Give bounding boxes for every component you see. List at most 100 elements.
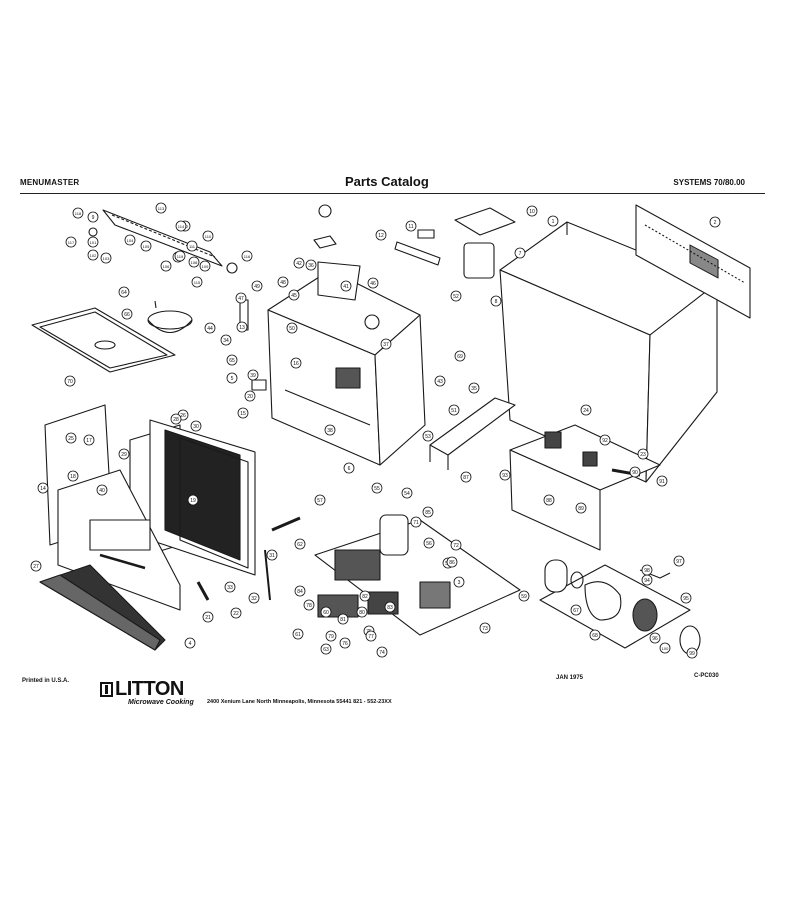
litton-logo: LITTON — [100, 679, 184, 699]
callout-number: 65 — [229, 358, 235, 364]
callout-bubble — [124, 234, 136, 246]
callout-bubble — [65, 432, 77, 444]
callout-number: 93 — [502, 473, 508, 479]
callout-bubble — [324, 424, 336, 436]
callout-number: 101 — [90, 240, 97, 245]
callout-number: 80 — [359, 610, 365, 616]
callout-bubble — [288, 289, 300, 301]
callout-number: 108 — [191, 260, 198, 265]
callout-number: 64 — [121, 290, 127, 296]
callout-number: 57 — [317, 498, 323, 504]
callout-bubble — [371, 482, 383, 494]
callout-number: 117 — [68, 240, 75, 245]
callout-bubble — [204, 322, 216, 334]
callout-number: 31 — [269, 553, 275, 559]
callout-bubble — [191, 276, 203, 288]
callout-number: 104 — [127, 238, 134, 243]
callout-number: 8 — [495, 299, 498, 305]
callout-number: 12 — [378, 233, 384, 239]
catalog-code: C-PC030 — [694, 673, 719, 679]
callout-number: 41 — [343, 284, 349, 290]
callout-bubble — [294, 538, 306, 550]
callout-bubble — [709, 216, 721, 228]
logo-subtitle: Microwave Cooking — [128, 699, 194, 706]
callout-bubble — [247, 369, 259, 381]
callout-number: 51 — [451, 408, 457, 414]
callout-bubble — [202, 230, 214, 242]
callout-number: 3 — [458, 580, 461, 586]
callout-number: 105 — [143, 244, 150, 249]
callout-number: 110 — [205, 234, 212, 239]
oven-cavity — [267, 261, 426, 466]
callout-bubble — [286, 322, 298, 334]
callout-number: 102 — [90, 253, 97, 258]
callout-bubble — [422, 506, 434, 518]
callout-bubble — [450, 539, 462, 551]
callout-number: 72 — [453, 543, 459, 549]
callout-number: 86 — [449, 560, 455, 566]
callout-number: 78 — [306, 603, 312, 609]
callout-number: 92 — [602, 438, 608, 444]
callout-bubble — [446, 556, 458, 568]
outer-cabinet — [499, 221, 718, 483]
callout-bubble — [118, 286, 130, 298]
callout-bubble — [186, 240, 198, 252]
callout-number: 95 — [683, 596, 689, 602]
callout-number: 70 — [67, 379, 73, 385]
callout-bubble — [434, 375, 446, 387]
callout-bubble — [320, 643, 332, 655]
callout-bubble — [100, 252, 112, 264]
callout-number: 45 — [291, 293, 297, 299]
callout-bubble — [356, 606, 368, 618]
callout-bubble — [422, 430, 434, 442]
callout-bubble — [359, 590, 371, 602]
callout-bubble — [673, 555, 685, 567]
callout-number: 37 — [383, 342, 389, 348]
callout-bubble — [87, 249, 99, 261]
blower-assembly — [539, 559, 701, 655]
callout-number: 52 — [453, 294, 459, 300]
callout-number: 4 — [189, 641, 192, 647]
callout-number: 34 — [223, 338, 229, 344]
callout-number: 119 — [177, 254, 184, 259]
callout-bubble — [251, 280, 263, 292]
callout-number: 1 — [552, 219, 555, 225]
brand-label: MENUMASTER — [20, 178, 80, 187]
callout-number: 88 — [546, 498, 552, 504]
callout-bubble — [637, 448, 649, 460]
callout-number: 77 — [368, 634, 374, 640]
front-grille — [39, 564, 166, 651]
callout-bubble — [314, 494, 326, 506]
callout-number: 60 — [323, 610, 329, 616]
callout-number: 10 — [529, 209, 535, 215]
callout-bubble — [65, 236, 77, 248]
callout-number: 76 — [342, 641, 348, 647]
callout-bubble — [224, 581, 236, 593]
callout-bubble — [384, 601, 396, 613]
callout-bubble — [365, 630, 377, 642]
callout-number: 47 — [238, 296, 244, 302]
callout-number: 44 — [207, 326, 213, 332]
callout-number: 28 — [173, 417, 179, 423]
callout-bubble — [226, 354, 238, 366]
callout-number: 32 — [251, 596, 257, 602]
callout-bubble — [293, 257, 305, 269]
callout-number: 53 — [425, 434, 431, 440]
callout-bubble — [659, 642, 671, 654]
callout-bubble — [160, 260, 172, 272]
air-duct — [429, 397, 516, 470]
callout-number: 81 — [340, 617, 346, 623]
callout-number: 111 — [189, 244, 196, 249]
callout-bubble — [248, 592, 260, 604]
callout-bubble — [575, 502, 587, 514]
callout-bubble — [339, 637, 351, 649]
callout-bubble — [303, 599, 315, 611]
callout-bubble — [401, 487, 413, 499]
callout-number: 14 — [40, 486, 46, 492]
callout-number: 7 — [519, 251, 522, 257]
callout-number: 46 — [370, 281, 376, 287]
callout-bubble — [96, 484, 108, 496]
callout-bubble — [118, 448, 130, 460]
callout-bubble — [589, 629, 601, 641]
callout-bubble — [266, 549, 278, 561]
